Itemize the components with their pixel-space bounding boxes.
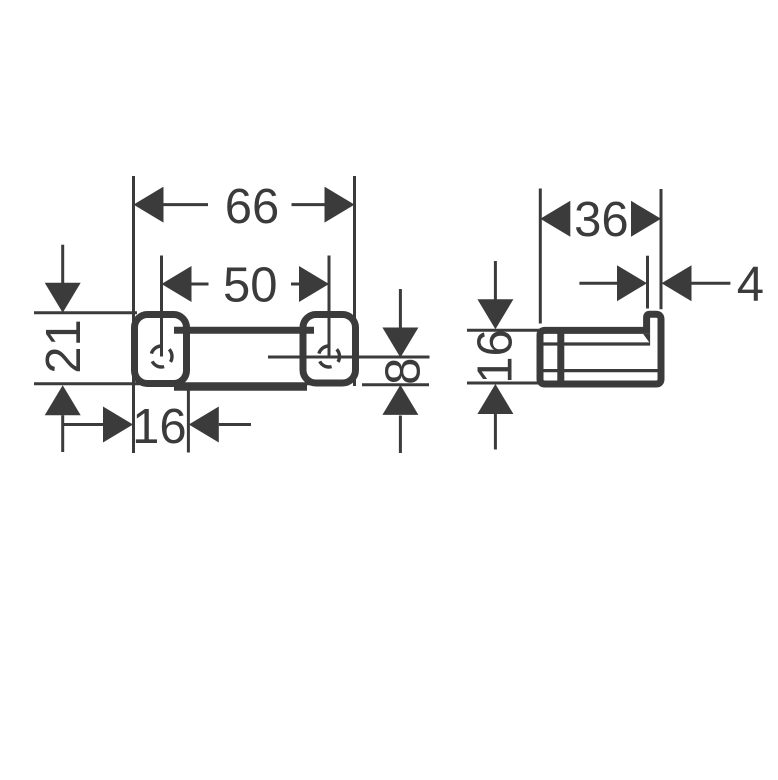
svg-text:4: 4 <box>737 257 764 311</box>
svg-text:50: 50 <box>223 258 278 312</box>
svg-text:36: 36 <box>574 193 629 247</box>
svg-text:66: 66 <box>225 180 280 234</box>
svg-text:21: 21 <box>37 319 91 374</box>
svg-text:16: 16 <box>132 400 187 454</box>
svg-text:8: 8 <box>376 358 430 385</box>
svg-text:16: 16 <box>469 329 523 384</box>
